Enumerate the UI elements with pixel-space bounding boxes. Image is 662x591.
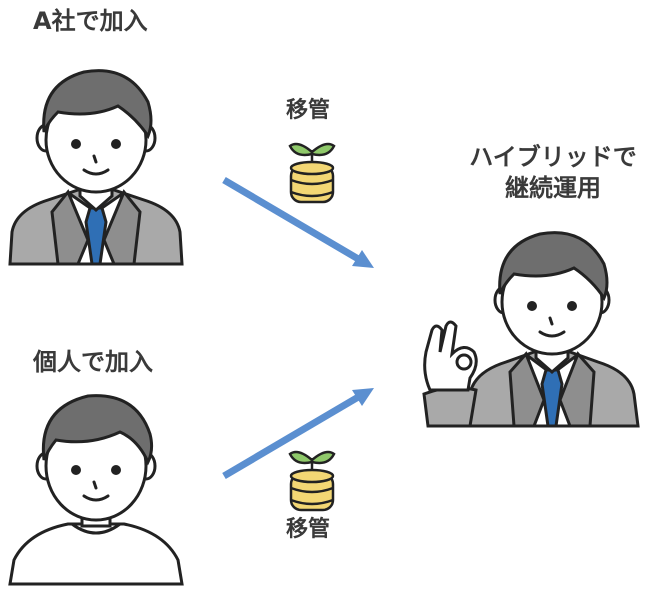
result-label-line1: ハイブリッドで [469, 143, 637, 171]
coin-stack-icon-top [288, 142, 336, 204]
arrow-icon-bottom [222, 388, 374, 480]
individual-join-label: 個人で加入 [33, 348, 153, 376]
casual-person-icon [8, 394, 184, 586]
businessman-icon [8, 69, 184, 266]
coin-stack-icon-bottom [288, 450, 336, 512]
arrow-icon-top [222, 176, 374, 268]
result-label-line2: 継続運用 [505, 174, 601, 202]
company-join-label: A社で加入 [33, 7, 148, 35]
transfer-label-top: 移管 [286, 98, 331, 123]
businessman-ok-icon [422, 231, 640, 428]
result-label: ハイブリッドで 継続運用 [458, 142, 648, 204]
transfer-label-bottom: 移管 [286, 517, 331, 542]
